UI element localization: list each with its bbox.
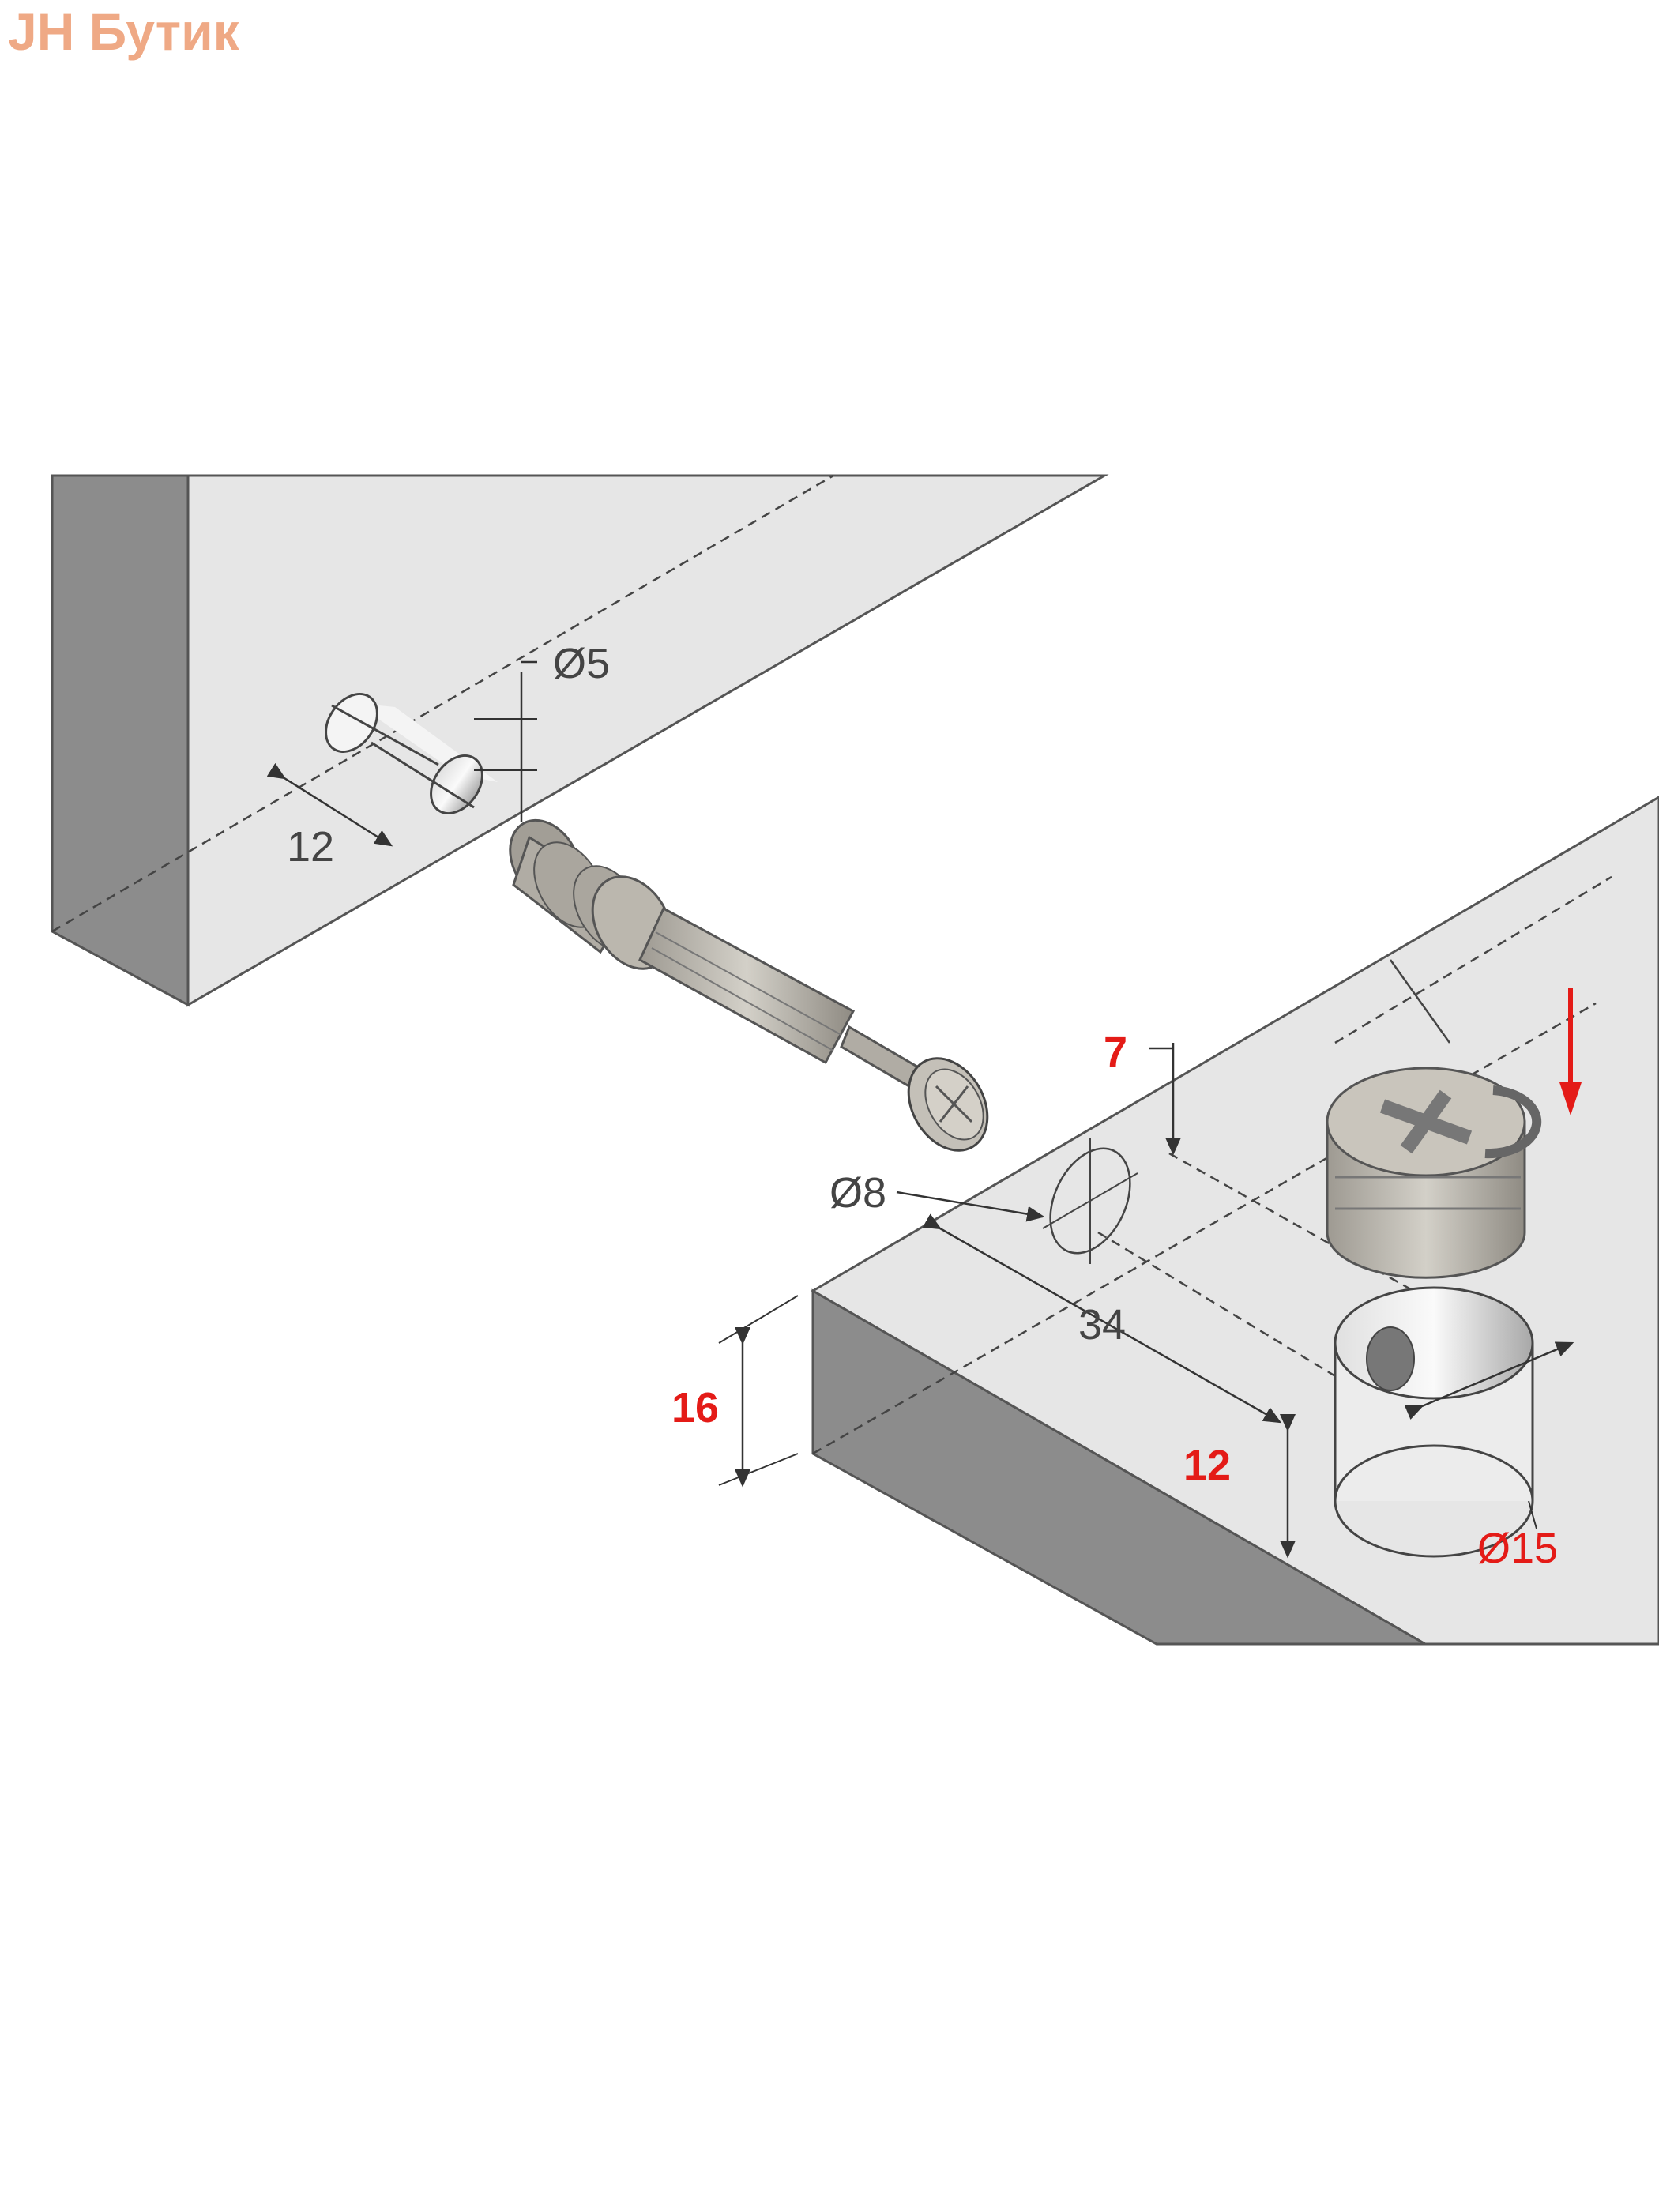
brand-logo: JH Бутик [8,2,239,61]
insert-direction-arrow-icon [1559,988,1582,1115]
centerline [51,474,834,933]
side-panel [51,474,1109,1007]
side-panel-edge [51,474,190,1007]
label-cam-diameter: Ø15 [1477,1525,1558,1572]
label-board-thickness: 16 [672,1384,719,1431]
dowel-hole [325,693,498,814]
label-dowel-hole-depth: 12 [287,823,334,871]
label-dowel-hole-diameter: Ø5 [553,640,610,687]
label-cam-depth: 12 [1183,1442,1231,1489]
cam-lock [1326,1066,1542,1279]
label-bolt-offset: 7 [1104,1029,1127,1076]
side-panel-face [186,474,1109,1007]
label-cam-distance: 34 [1078,1301,1126,1349]
connector-bolt [509,818,989,1152]
shelf-panel [718,796,1659,1646]
label-bolt-hole-diameter: Ø8 [830,1169,886,1217]
